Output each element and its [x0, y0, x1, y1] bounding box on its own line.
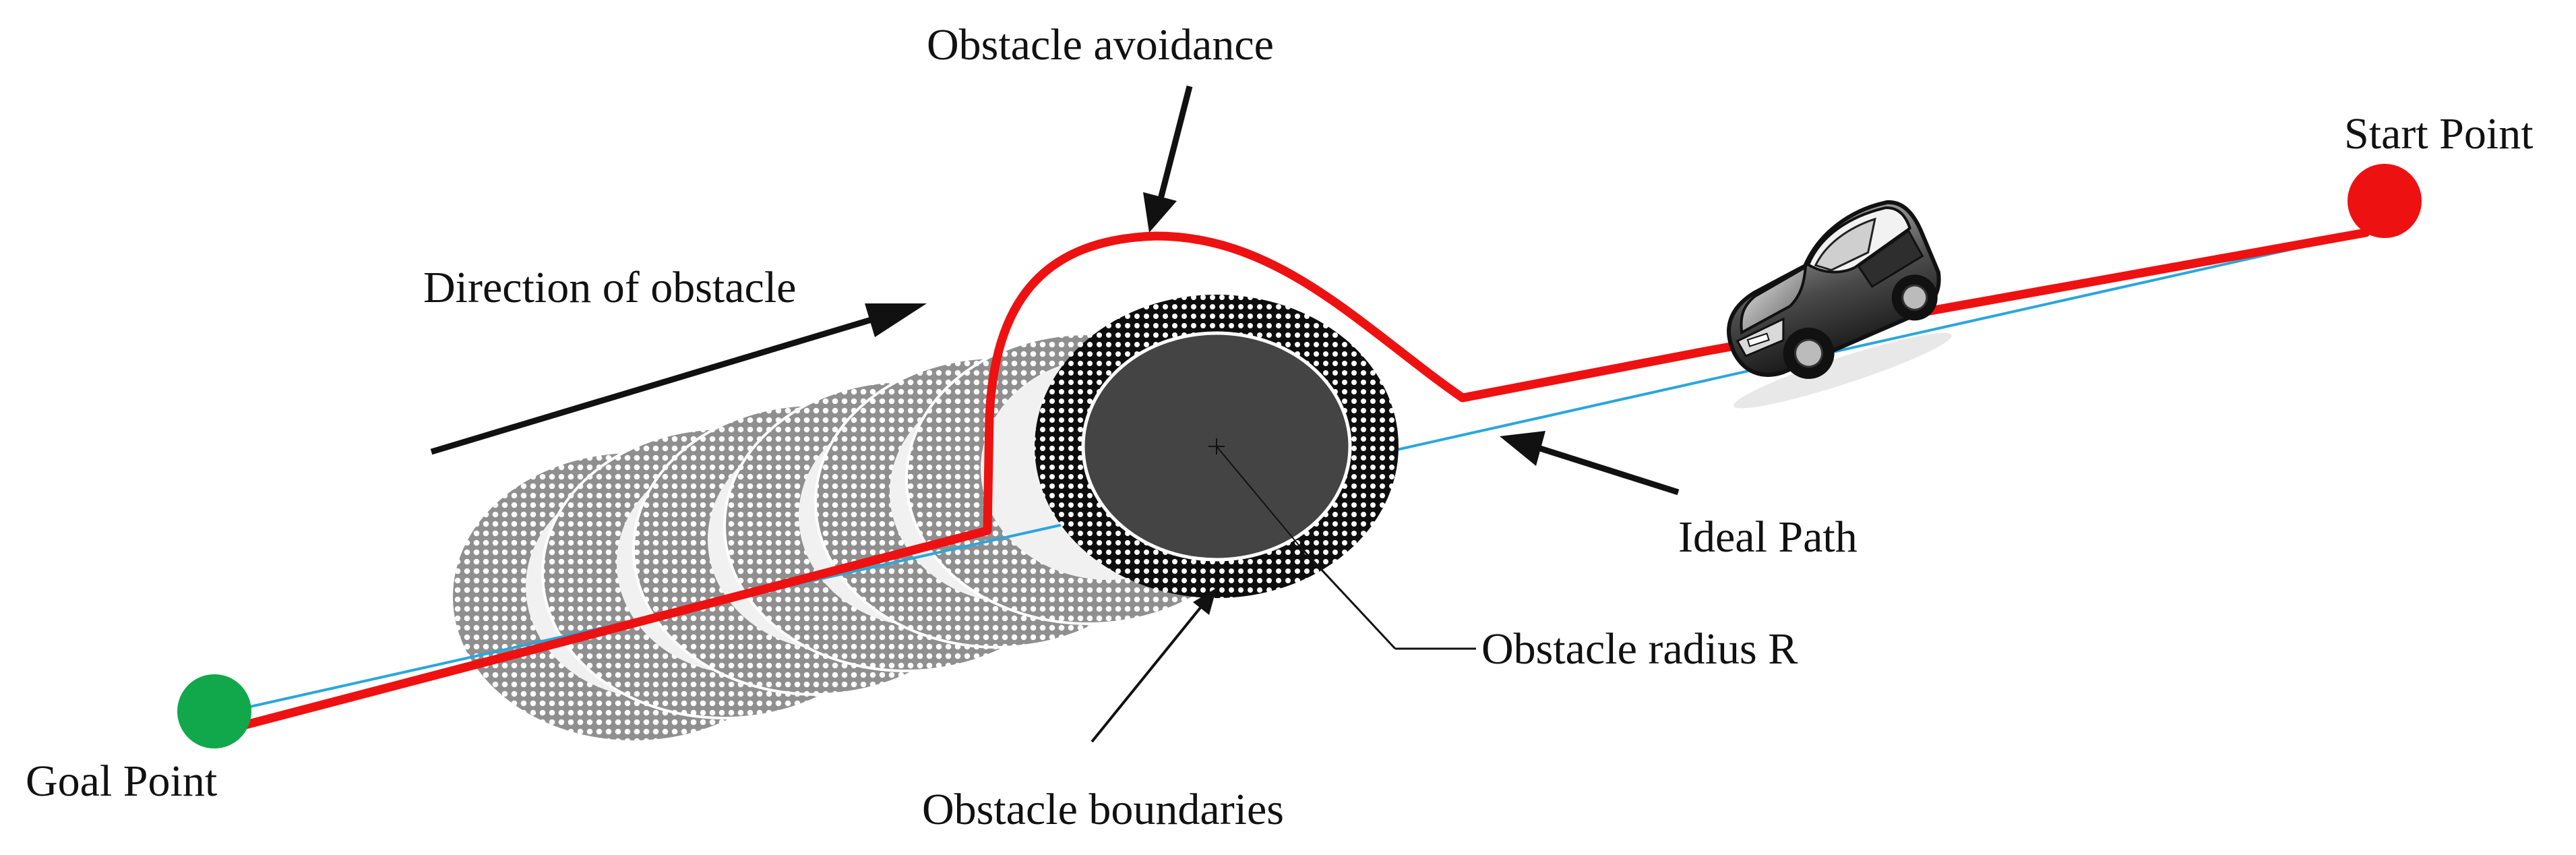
obstacle-boundaries-arrow — [1091, 588, 1217, 743]
obstacle-avoidance-label: Obstacle avoidance — [927, 20, 1274, 69]
obstacle-radius-leader — [1299, 546, 1397, 650]
direction-of-obstacle-arrow — [430, 303, 927, 455]
current-obstacle — [1035, 295, 1399, 598]
direction-of-obstacle-label: Direction of obstacle — [423, 263, 796, 312]
obstacle-radius-label: Obstacle radius R — [1481, 624, 1798, 674]
ideal-path-label: Ideal Path — [1678, 512, 1858, 562]
obstacle-avoidance-arrow — [1143, 85, 1193, 233]
obstacle-radius-line — [1216, 446, 1301, 548]
obstacle-boundaries-label: Obstacle boundaries — [922, 785, 1284, 834]
ideal-path-arrow — [1500, 431, 1680, 496]
goal-point-marker — [177, 674, 251, 748]
goal-point-label: Goal Point — [26, 757, 217, 806]
start-point-marker — [2348, 164, 2422, 238]
planned-path — [228, 228, 2370, 733]
car-icon — [1727, 200, 1952, 409]
start-point-label: Start Point — [2344, 109, 2534, 158]
